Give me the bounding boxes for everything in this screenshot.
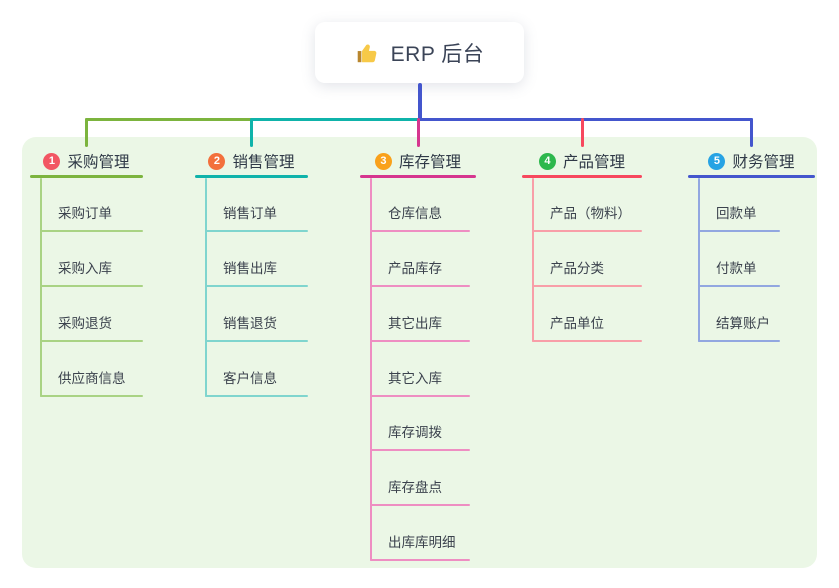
branch-title-label: 库存管理 — [398, 154, 461, 171]
child-node-label[interactable]: 客户信息 — [223, 371, 277, 386]
branch-node-1[interactable]: 1 采购管理 — [30, 150, 143, 172]
thumbs-up-icon — [355, 40, 381, 66]
child-node-label[interactable]: 采购订单 — [58, 206, 112, 221]
child-node-label[interactable]: 出库库明细 — [388, 535, 456, 550]
child-node-label[interactable]: 供应商信息 — [58, 371, 126, 386]
branch-title-label: 采购管理 — [67, 154, 130, 171]
bus-segment — [418, 118, 753, 121]
child-node-label[interactable]: 销售订单 — [223, 206, 277, 221]
child-node-label[interactable]: 其它出库 — [388, 316, 442, 331]
child-node-label[interactable]: 产品库存 — [388, 261, 442, 276]
branch-children-connector — [532, 178, 534, 342]
child-node-label[interactable]: 库存调拨 — [388, 425, 442, 440]
child-node-label[interactable]: 付款单 — [716, 261, 757, 276]
child-node-label[interactable]: 产品单位 — [550, 316, 604, 331]
child-node-underline — [40, 285, 143, 287]
child-node-label[interactable]: 回款单 — [716, 206, 757, 221]
child-node-underline — [698, 340, 780, 342]
branch-number-badge: 1 — [43, 152, 61, 170]
branch-title-underline — [195, 175, 308, 178]
bus-segment — [85, 118, 253, 121]
child-node-underline — [698, 230, 780, 232]
branch-number-badge: 5 — [708, 152, 726, 170]
bus-segment — [251, 118, 420, 121]
child-node-label[interactable]: 采购入库 — [58, 261, 112, 276]
branch-title-label: 销售管理 — [232, 154, 295, 171]
branch-number-badge: 4 — [538, 152, 556, 170]
branch-children-connector — [40, 178, 42, 397]
branch-drop-line — [750, 118, 753, 147]
branch-children-connector — [698, 178, 700, 342]
branch-number-badge: 2 — [208, 152, 226, 170]
child-node-underline — [370, 285, 470, 287]
child-node-underline — [370, 230, 470, 232]
child-node-underline — [205, 285, 308, 287]
branch-title-label: 产品管理 — [562, 154, 625, 171]
branch-title-underline — [522, 175, 642, 178]
root-node-label: ERP 后台 — [390, 42, 485, 66]
root-node[interactable]: ERP 后台 — [315, 22, 524, 83]
child-node-underline — [370, 449, 470, 451]
branch-node-2[interactable]: 2 销售管理 — [195, 150, 308, 172]
branch-node-3[interactable]: 3 库存管理 — [360, 150, 476, 172]
child-node-underline — [370, 395, 470, 397]
child-node-underline — [205, 340, 308, 342]
child-node-label[interactable]: 其它入库 — [388, 371, 442, 386]
child-node-underline — [205, 395, 308, 397]
branch-children-connector — [205, 178, 207, 397]
branch-node-5[interactable]: 5 财务管理 — [688, 150, 815, 172]
child-node-underline — [40, 230, 143, 232]
child-node-underline — [532, 285, 642, 287]
background-panel — [22, 137, 817, 568]
child-node-label[interactable]: 仓库信息 — [388, 206, 442, 221]
child-node-label[interactable]: 产品（物料） — [550, 206, 631, 221]
child-node-underline — [40, 395, 143, 397]
branch-title-underline — [360, 175, 476, 178]
child-node-underline — [370, 504, 470, 506]
child-node-underline — [205, 230, 308, 232]
child-node-label[interactable]: 结算账户 — [716, 316, 770, 331]
branch-drop-line — [250, 118, 253, 147]
root-connector-line — [418, 83, 422, 121]
branch-node-4[interactable]: 4 产品管理 — [522, 150, 642, 172]
child-node-underline — [532, 340, 642, 342]
branch-drop-line — [85, 118, 88, 147]
child-node-label[interactable]: 销售退货 — [223, 316, 277, 331]
branch-drop-line — [416, 118, 420, 147]
child-node-label[interactable]: 库存盘点 — [388, 480, 442, 495]
child-node-underline — [370, 559, 470, 561]
child-node-underline — [40, 340, 143, 342]
child-node-underline — [698, 285, 780, 287]
branch-children-connector — [370, 178, 372, 562]
child-node-underline — [370, 340, 470, 342]
child-node-label[interactable]: 采购退货 — [58, 316, 112, 331]
child-node-label[interactable]: 产品分类 — [550, 261, 604, 276]
branch-drop-line — [580, 118, 584, 147]
branch-number-badge: 3 — [374, 152, 392, 170]
branch-title-underline — [688, 175, 815, 178]
child-node-underline — [532, 230, 642, 232]
child-node-label[interactable]: 销售出库 — [223, 261, 277, 276]
branch-title-underline — [30, 175, 143, 178]
branch-title-label: 财务管理 — [732, 154, 795, 171]
